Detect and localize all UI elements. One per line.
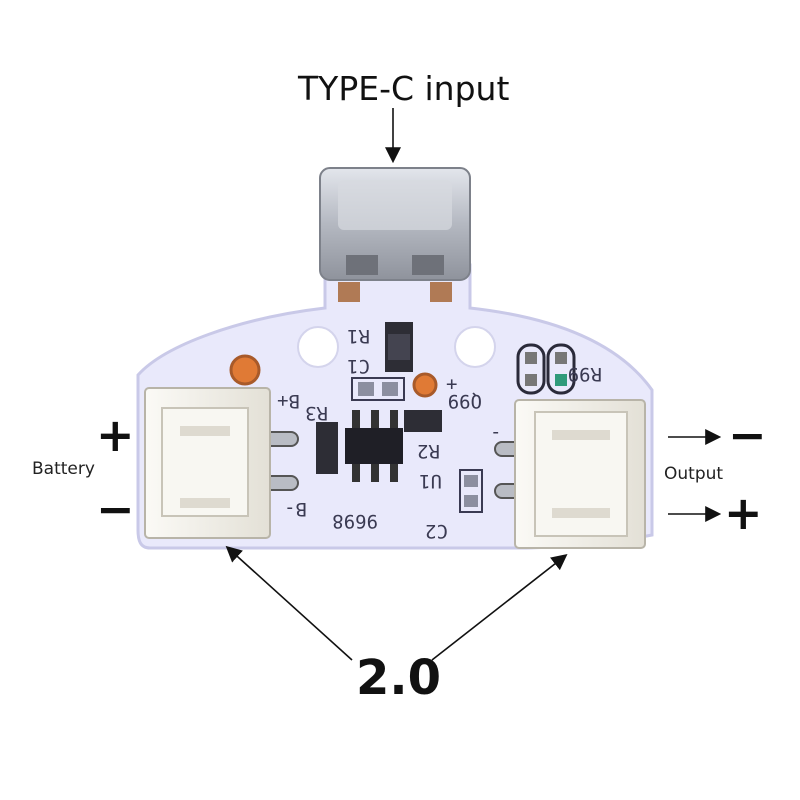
via-copper-right bbox=[412, 372, 438, 398]
battery-plus-sign: + bbox=[96, 408, 135, 462]
silk-minus-mark: - bbox=[490, 421, 501, 443]
type-c-input-label: TYPE-C input bbox=[298, 69, 510, 108]
output-minus-sign: − bbox=[728, 408, 767, 462]
silk-r3: R3 bbox=[305, 402, 328, 424]
chip-u1 bbox=[345, 428, 403, 464]
silk-b-plus: B+ bbox=[277, 390, 300, 412]
usb-c-connector bbox=[319, 167, 471, 302]
mounting-hole-right bbox=[454, 326, 496, 368]
battery-connector bbox=[144, 387, 299, 539]
output-connector bbox=[494, 399, 646, 549]
arrow-pitch-left bbox=[225, 545, 353, 661]
output-plus-sign: + bbox=[724, 486, 763, 540]
battery-label: Battery bbox=[32, 459, 95, 479]
silk-plus-mark: + bbox=[446, 373, 457, 395]
capacitor-c2 bbox=[459, 469, 483, 513]
silk-r99: R99 bbox=[568, 363, 602, 385]
output-label: Output bbox=[664, 464, 724, 484]
resistor-r2 bbox=[404, 410, 442, 432]
silk-c2: C2 bbox=[425, 520, 448, 542]
silk-q99: Q99 bbox=[448, 390, 482, 412]
resistor-r3 bbox=[316, 422, 338, 474]
arrow-pitch-right bbox=[431, 554, 568, 661]
silk-r1: R1 bbox=[347, 325, 370, 347]
battery-minus-sign: − bbox=[96, 482, 135, 536]
silk-c1: C1 bbox=[347, 355, 370, 377]
silk-r2: R2 bbox=[417, 440, 440, 462]
silk-u1: U1 bbox=[419, 470, 442, 492]
via-copper-left bbox=[229, 354, 261, 386]
led-pair bbox=[516, 343, 576, 395]
capacitor-c1-pads bbox=[351, 377, 405, 401]
connector-pitch-label: 2.0 bbox=[356, 650, 442, 706]
silk-code: 9698 bbox=[332, 510, 378, 532]
mounting-hole-left bbox=[297, 326, 339, 368]
silk-b-minus: B- bbox=[284, 498, 307, 520]
